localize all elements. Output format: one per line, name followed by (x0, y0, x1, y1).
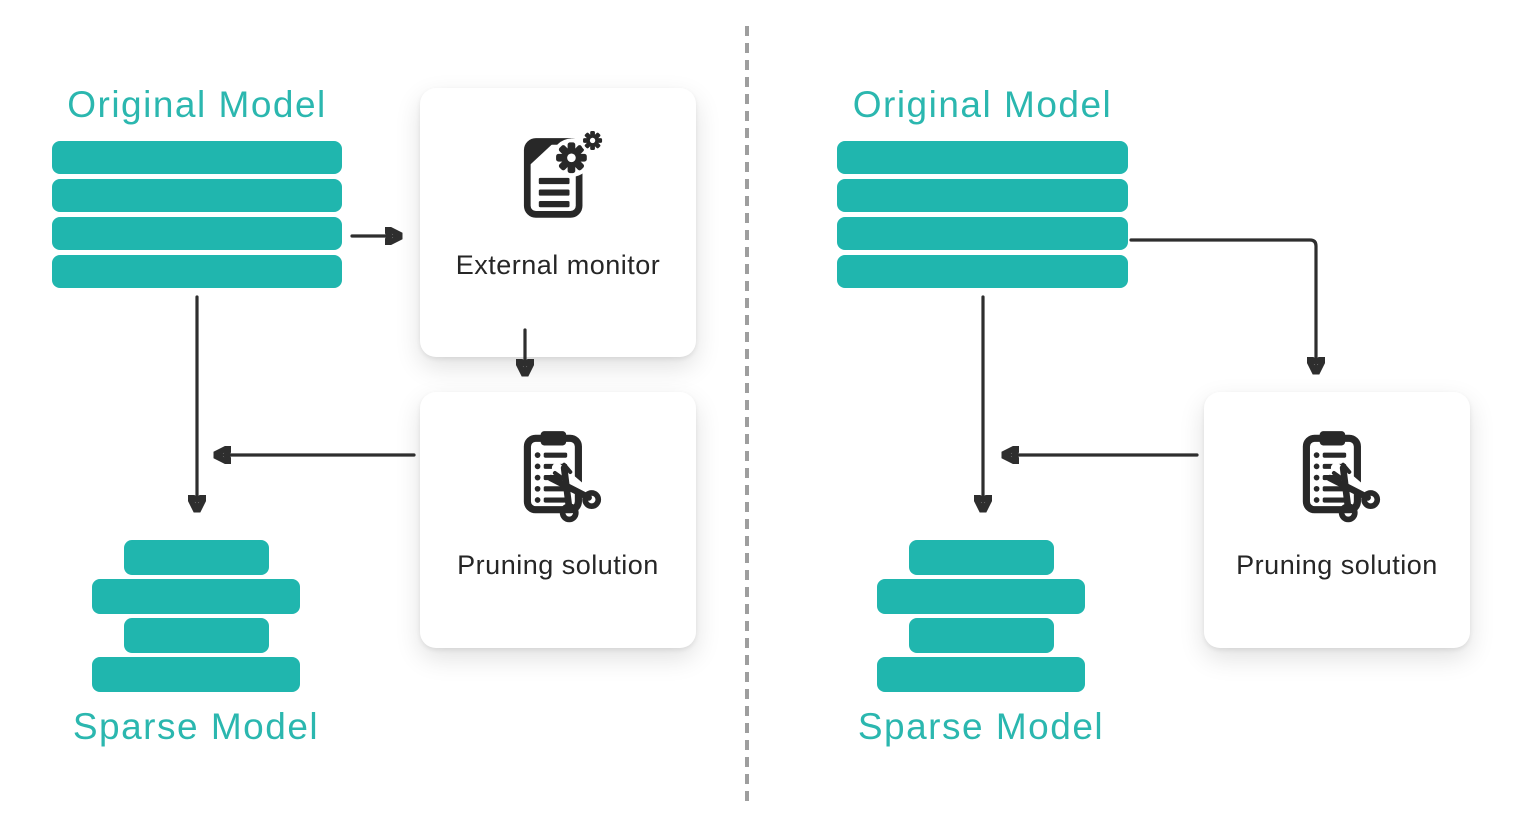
document-gears-icon (523, 128, 606, 218)
model-layer-bar (52, 179, 342, 212)
pruning-solution-label: Pruning solution (1236, 550, 1438, 580)
vertical-divider (745, 26, 749, 802)
sparse-model-title: Sparse Model (72, 706, 320, 747)
model-layer-bar (837, 141, 1128, 174)
sparse-model-stack (92, 540, 300, 692)
model-layer-bar (908, 618, 1054, 653)
model-layer-bar (877, 579, 1085, 614)
model-layer-bar (92, 579, 300, 614)
original-model-stack (837, 141, 1128, 288)
pruning-solution-card: Pruning solution (1204, 392, 1470, 648)
model-layer-bar (52, 141, 342, 174)
original-model-stack (52, 141, 342, 288)
original-model-title: Original Model (67, 84, 327, 125)
model-layer-bar (123, 618, 269, 653)
model-layer-bar (877, 657, 1085, 692)
model-layer-bar (123, 540, 269, 575)
model-layer-bar (837, 217, 1128, 250)
original-model-title: Original Model (852, 84, 1113, 125)
arrow-original-to-pruning-right (1129, 238, 1316, 372)
pruning-solution-card: Pruning solution (420, 392, 696, 648)
model-layer-bar (52, 255, 342, 288)
model-layer-bar (52, 217, 342, 250)
external-monitor-card: External monitor (420, 88, 696, 357)
model-layer-bar (908, 540, 1054, 575)
clipboard-scissors-icon (523, 431, 602, 523)
model-layer-bar (837, 255, 1128, 288)
sparse-model-stack (877, 540, 1085, 692)
model-layer-bar (837, 179, 1128, 212)
external-monitor-label: External monitor (455, 250, 661, 280)
pruning-solution-label: Pruning solution (457, 550, 659, 580)
clipboard-scissors-icon (1302, 431, 1381, 523)
sparse-model-title: Sparse Model (857, 706, 1105, 747)
model-layer-bar (92, 657, 300, 692)
